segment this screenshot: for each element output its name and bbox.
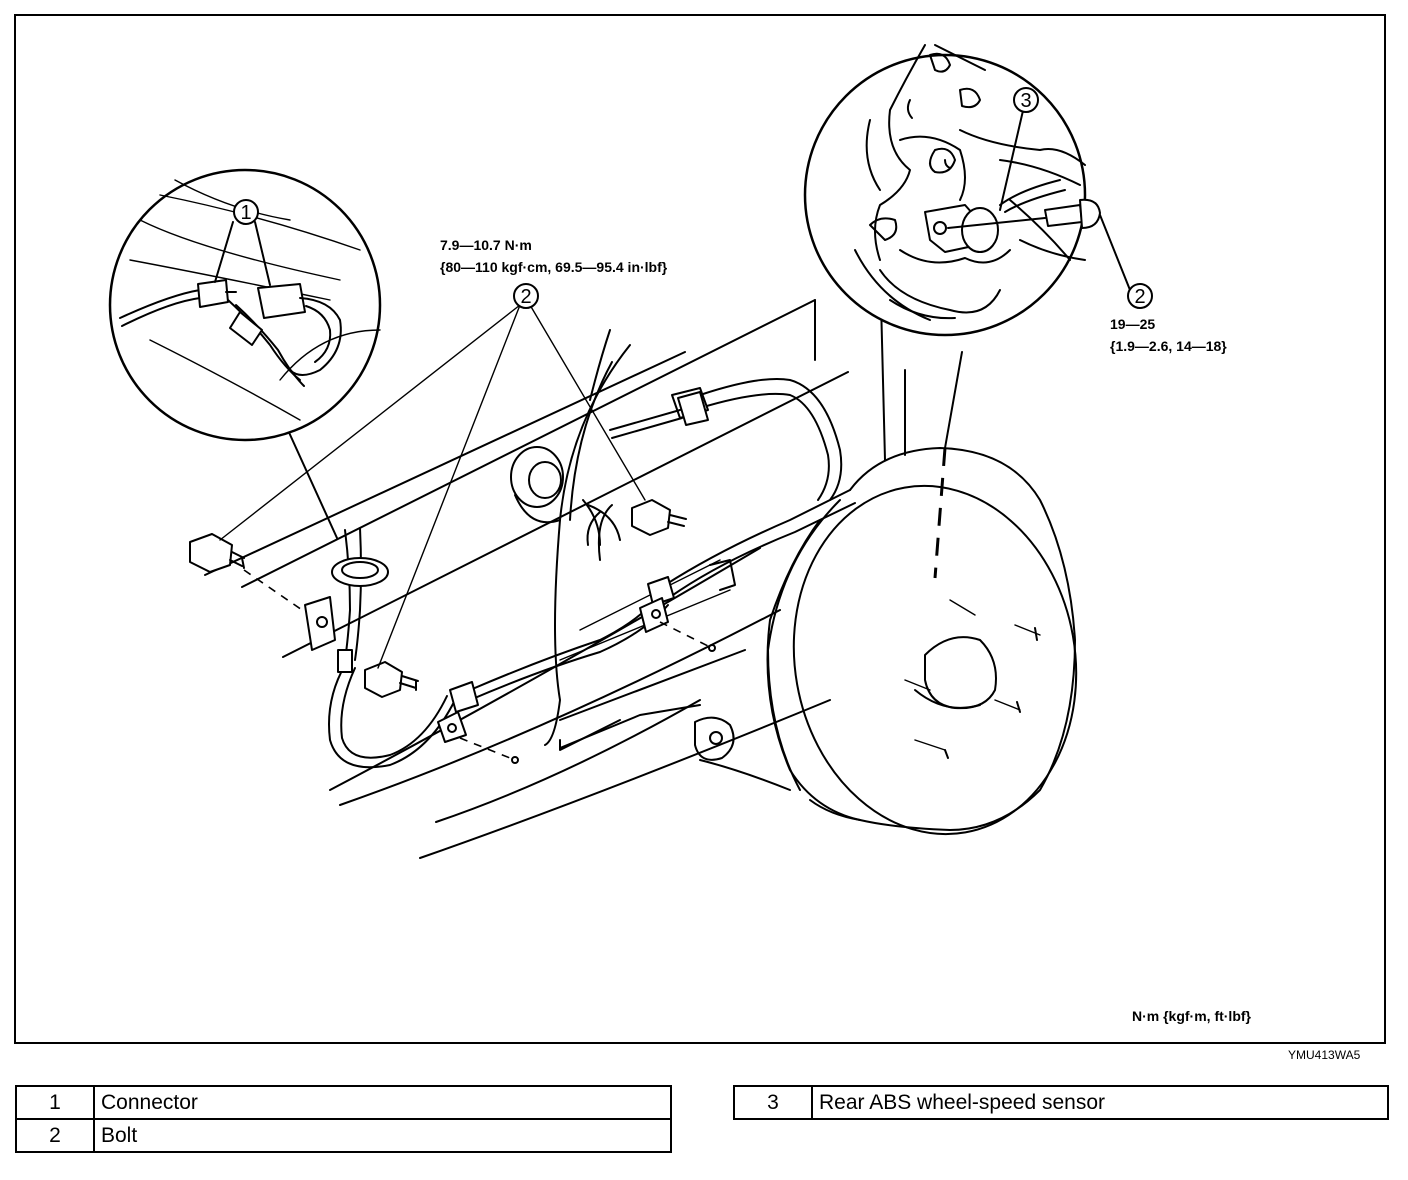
- bolt-top: [609, 391, 709, 439]
- cable-clips: [304, 387, 709, 743]
- legend-label: Connector: [93, 1085, 672, 1120]
- torque-center-line2: {80—110 kgf·cm, 69.5—95.4 in·lbf}: [440, 259, 668, 275]
- diagram-frame: [14, 14, 1386, 1044]
- legend-label: Bolt: [93, 1118, 672, 1153]
- legend-row: 3 Rear ABS wheel-speed sensor: [733, 1085, 1389, 1120]
- frame-rail: [544, 329, 631, 746]
- legend-label: Rear ABS wheel-speed sensor: [811, 1085, 1389, 1120]
- sensor-cable: [328, 378, 856, 769]
- callout-2-leaders: [219, 304, 646, 669]
- torque-right-line2: {1.9—2.6, 14—18}: [1110, 338, 1227, 354]
- legend-table-right: 3 Rear ABS wheel-speed sensor: [733, 1085, 1389, 1120]
- figure-code: YMU413WA5: [1288, 1048, 1361, 1062]
- legend-table-left: 1 Connector 2 Bolt: [15, 1085, 672, 1153]
- callout-2-text-center: 2: [520, 286, 531, 308]
- legend-row: 1 Connector: [15, 1085, 672, 1120]
- legend-num: 2: [15, 1118, 95, 1153]
- torque-right-line1: 19—25: [1110, 316, 1156, 332]
- underbody-lines: [204, 261, 906, 859]
- grommet: [331, 557, 389, 587]
- callout-1-text: 1: [240, 202, 251, 224]
- callout-2-text-right: 2: [1134, 286, 1145, 308]
- clip-dash-lines: [459, 621, 716, 764]
- legend-num: 3: [733, 1085, 813, 1120]
- detail-leader-right: [944, 351, 963, 449]
- bolt-left: [189, 533, 306, 613]
- legend-row: 2 Bolt: [15, 1118, 672, 1153]
- bolt-right: [631, 499, 687, 536]
- detail-circle-sensor: [803, 44, 1131, 337]
- sensor-dash-line: [933, 447, 947, 579]
- axle-mounts: [559, 559, 736, 761]
- bolt-lower: [364, 661, 419, 698]
- callout-3-text: 3: [1020, 90, 1031, 112]
- callout-2-marker-center: [513, 283, 539, 309]
- detail-leader-left: [286, 427, 338, 539]
- brake-drum: [766, 447, 1078, 836]
- callout-1-marker: [233, 199, 259, 225]
- torque-center-line1: 7.9—10.7 N·m: [440, 237, 532, 253]
- callout-2-marker-right: [1127, 283, 1153, 309]
- legend-num: 1: [15, 1085, 95, 1120]
- bushing: [510, 446, 621, 546]
- callout-3-marker: [1013, 87, 1039, 113]
- units-note: N·m {kgf·m, ft·lbf}: [1132, 1008, 1251, 1024]
- detail-circle-connector: [108, 168, 382, 442]
